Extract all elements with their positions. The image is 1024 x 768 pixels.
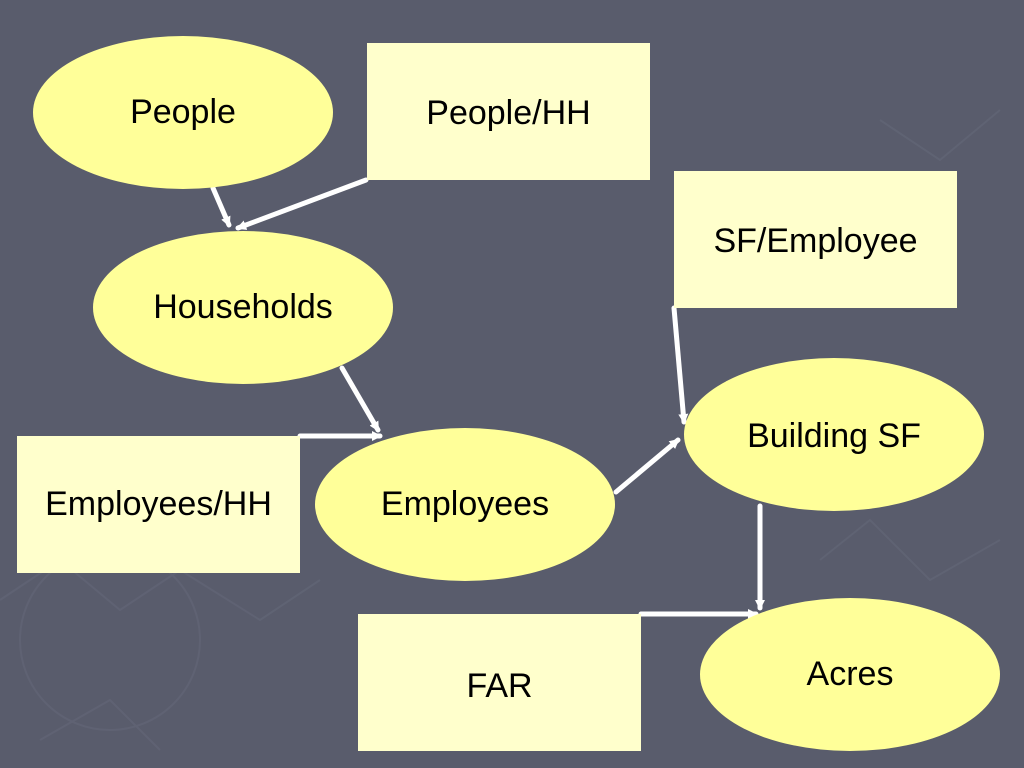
- box-employees-per-hh: Employees/HH: [17, 436, 300, 573]
- node-people: People: [33, 36, 333, 189]
- box-far: FAR: [358, 614, 641, 751]
- box-sf-per-employee-label: SF/Employee: [713, 222, 918, 260]
- node-acres: Acres: [700, 598, 1000, 751]
- node-building-sf-label: Building SF: [747, 417, 921, 455]
- node-acres-label: Acres: [806, 655, 894, 693]
- node-building-sf: Building SF: [684, 358, 984, 511]
- node-households-label: Households: [153, 288, 333, 326]
- box-people-per-hh-label: People/HH: [426, 94, 591, 132]
- box-far-label: FAR: [466, 667, 533, 705]
- node-employees-label: Employees: [380, 485, 550, 523]
- box-employees-per-hh-label: Employees/HH: [45, 485, 272, 523]
- box-people-per-hh: People/HH: [367, 43, 650, 180]
- node-employees: Employees: [315, 428, 615, 581]
- box-sf-per-employee: SF/Employee: [674, 171, 957, 308]
- node-households: Households: [93, 231, 393, 384]
- node-people-label: People: [130, 93, 236, 131]
